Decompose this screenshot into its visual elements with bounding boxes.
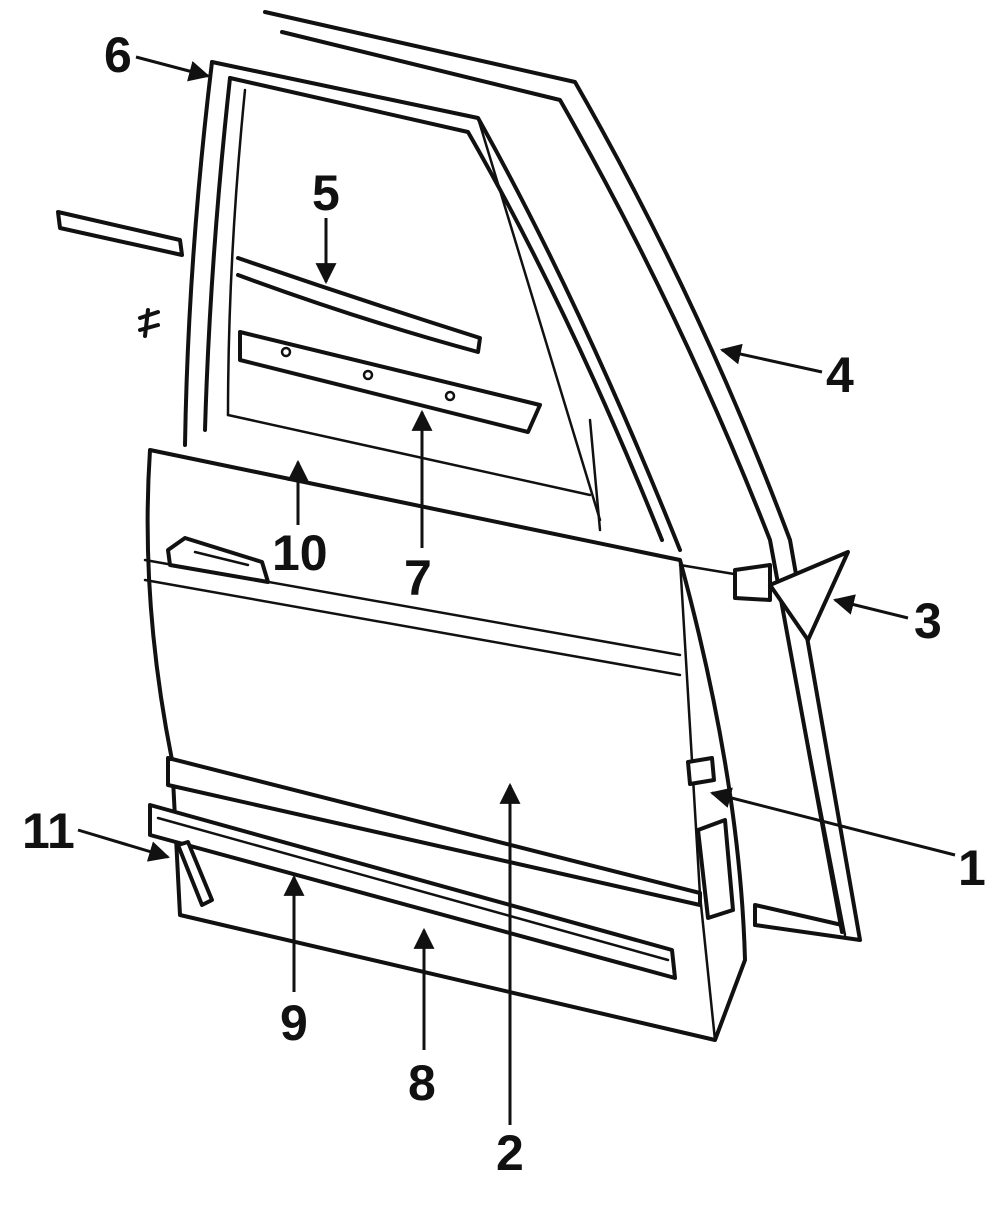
callout-7: 7 (404, 550, 432, 606)
leader-4 (719, 343, 823, 374)
callout-6: 6 (104, 27, 132, 83)
body-side-molding (166, 756, 702, 907)
leader-11 (77, 828, 171, 862)
callout-9: 9 (280, 995, 308, 1051)
leader-lines (77, 55, 956, 1125)
door-lock-latch (686, 756, 735, 920)
belt-weatherstrip-outer (56, 210, 482, 354)
callout-2: 2 (496, 1125, 524, 1181)
belt-weatherstrip-inner (138, 308, 542, 434)
callout-10: 10 (272, 525, 328, 581)
callout-1: 1 (958, 840, 986, 896)
molding-end-cap (176, 840, 214, 907)
leader-6 (135, 55, 211, 82)
callout-8: 8 (408, 1055, 436, 1111)
callout-3: 3 (914, 593, 942, 649)
lower-molding (148, 803, 677, 980)
leader-1 (709, 787, 956, 857)
callout-4: 4 (826, 347, 854, 403)
door-window-frame (183, 60, 682, 552)
leader-3 (832, 594, 909, 620)
callout-5: 5 (312, 165, 340, 221)
callout-11: 11 (22, 803, 75, 859)
outside-mirror (678, 550, 850, 642)
door-handle (166, 536, 270, 584)
weatherstrip-body-side (263, 10, 862, 942)
callout-labels: 1 2 3 4 5 6 7 8 9 10 11 (22, 27, 986, 1181)
